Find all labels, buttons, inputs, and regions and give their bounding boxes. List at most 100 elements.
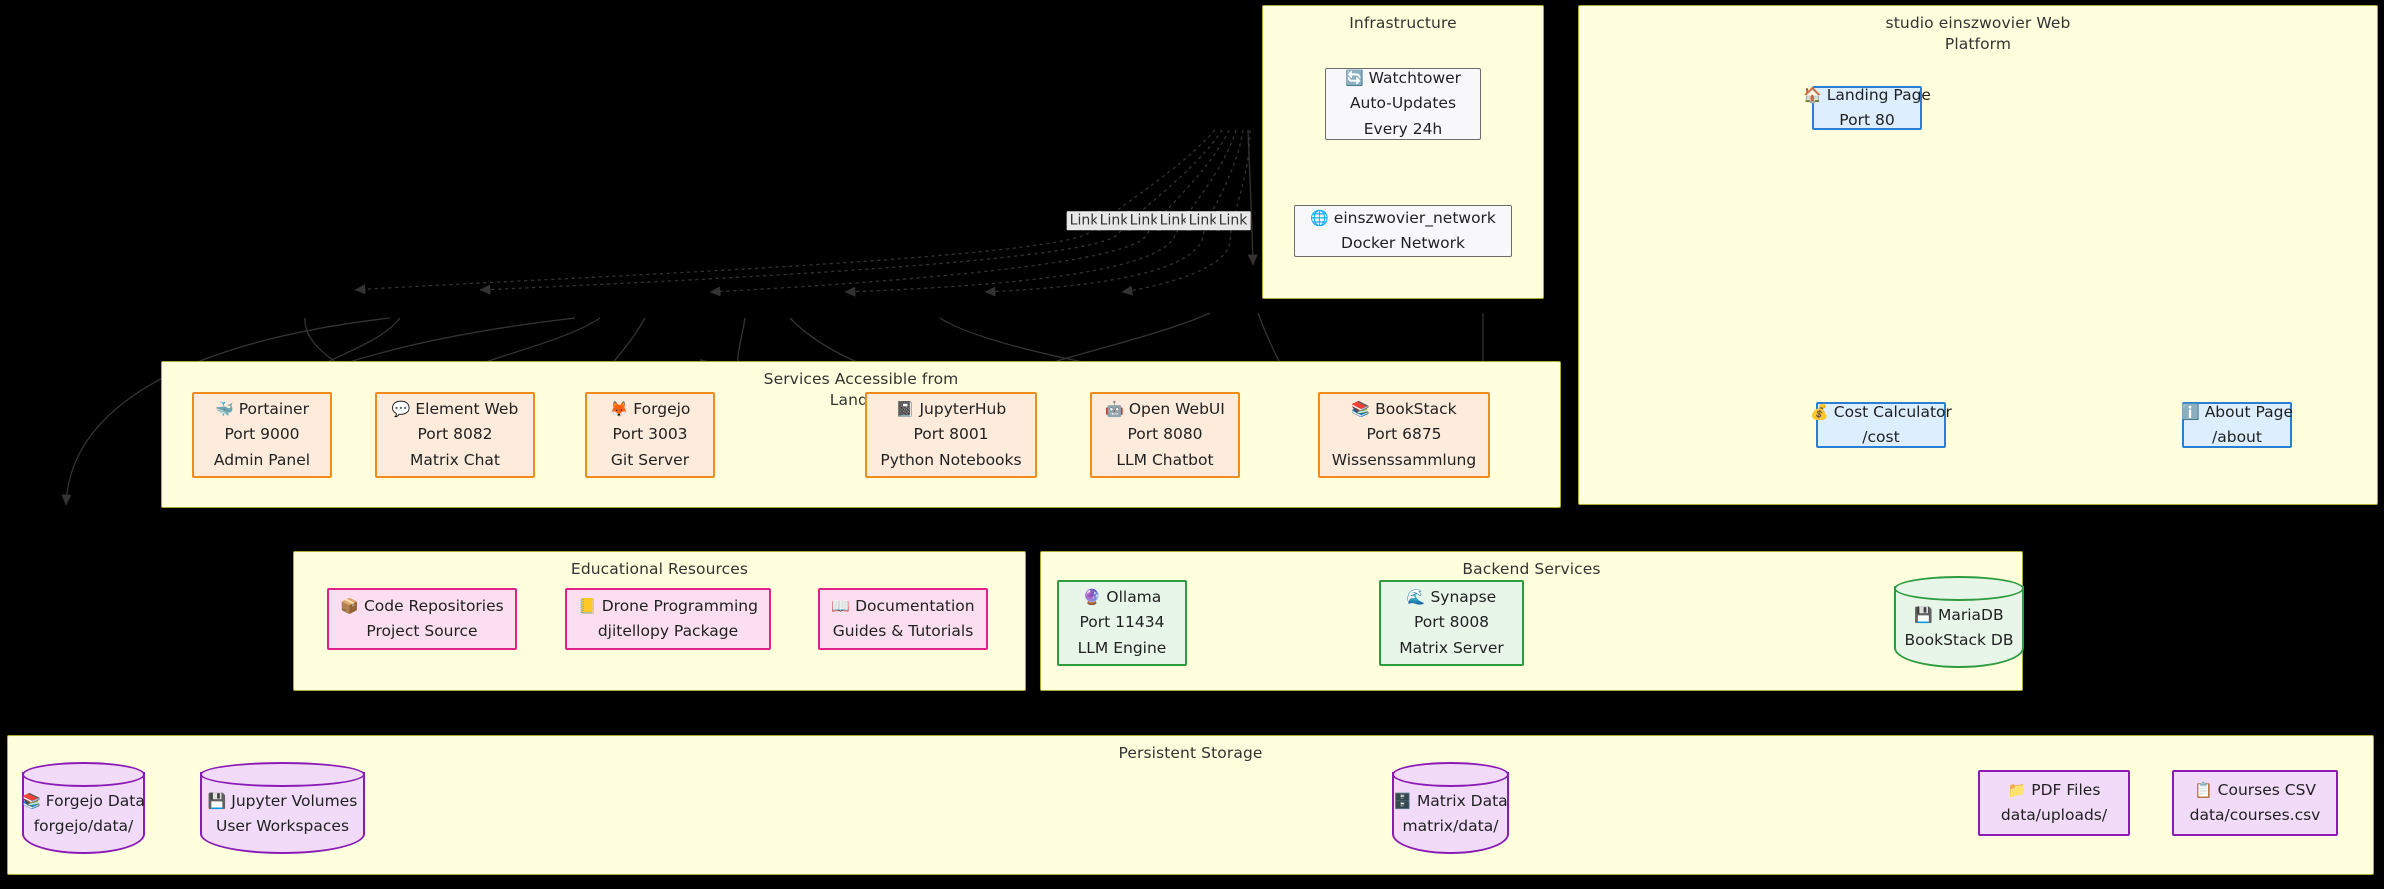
node-portainer-title: Portainer	[238, 400, 309, 419]
node-mariadb-title-line: 💾 MariaDB	[1914, 603, 2003, 628]
node-landing-line2: Port 80	[1839, 111, 1895, 129]
cluster-storage-title: Persistent Storage	[1118, 744, 1263, 762]
node-jupyterhub-line2: Port 8001	[913, 425, 989, 444]
node-element-web[interactable]: 💬 Element Web Port 8082 Matrix Chat	[375, 392, 535, 478]
node-forgejo-title: Forgejo	[633, 400, 691, 419]
robot-icon: 🤖	[1105, 400, 1124, 419]
node-portainer-line3: Admin Panel	[213, 450, 311, 469]
whale-icon: 🐳	[215, 400, 234, 419]
node-jupyterhub-line3: Python Notebooks	[880, 450, 1022, 469]
floppy-disk-icon: 💾	[1914, 605, 1934, 624]
node-portainer-title-line: 🐳 Portainer	[215, 397, 309, 422]
node-synapse-line3: Matrix Server	[1399, 638, 1504, 657]
node-pdf-title-line: 📁 PDF Files	[2008, 778, 2101, 803]
node-pdf-files[interactable]: 📁 PDF Files data/uploads/	[1978, 770, 2130, 836]
cluster-services-title: Services Accessible from Landing	[763, 370, 959, 410]
node-matrix-data-title: Matrix Data	[1416, 791, 1508, 810]
node-element-line3: Matrix Chat	[410, 450, 500, 469]
node-documentation[interactable]: 📖 Documentation Guides & Tutorials	[818, 588, 988, 650]
node-courses-title: Courses CSV	[2217, 780, 2317, 799]
edge-label-link-4: Link	[1156, 211, 1192, 231]
crystal-ball-icon: 🔮	[1082, 588, 1102, 607]
node-forgejo[interactable]: 🦊 Forgejo Port 3003 Git Server	[585, 392, 715, 478]
node-ollama-title-line: 🔮 Ollama	[1083, 585, 1162, 610]
node-forgejo-line2: Port 3003	[612, 425, 688, 444]
node-forgejo-title-line: 🦊 Forgejo	[610, 397, 691, 422]
books-icon: 📚	[22, 791, 41, 810]
edge-label-link-5: Link	[1185, 211, 1221, 231]
file-cabinet-icon: 🗄️	[1393, 791, 1412, 810]
node-ollama-title: Ollama	[1106, 588, 1162, 607]
node-landing-page[interactable]: 🏠 Landing Page Port 80	[1803, 86, 1931, 130]
node-open-webui[interactable]: 🤖 Open WebUI Port 8080 LLM Chatbot	[1090, 392, 1240, 478]
node-network-title: einszwovier_network	[1333, 208, 1496, 227]
globe-icon: 🌐	[1310, 208, 1329, 227]
node-portainer-line2: Port 9000	[224, 425, 300, 444]
node-drone-line2: djitellopy Package	[597, 622, 739, 640]
node-bookstack-title-line: 📚 BookStack	[1351, 397, 1456, 422]
node-matrix-data-title-line: 🗄️ Matrix Data	[1393, 789, 1507, 814]
node-synapse[interactable]: 🌊 Synapse Port 8008 Matrix Server	[1379, 580, 1524, 666]
node-bookstack-line3: Wissenssammlung	[1331, 450, 1477, 469]
mariadb-cylinder-body	[1894, 586, 2024, 668]
node-einszwovier-network[interactable]: 🌐 einszwovier_network Docker Network	[1294, 205, 1512, 257]
node-watchtower-line3: Every 24h	[1363, 119, 1443, 138]
clipboard-icon: 📋	[2193, 780, 2213, 799]
node-drone-programming[interactable]: 📒 Drone Programming djitellopy Package	[565, 588, 771, 650]
node-ollama[interactable]: 🔮 Ollama Port 11434 LLM Engine	[1057, 580, 1187, 666]
node-courses-csv[interactable]: 📋 Courses CSV data/courses.csv	[2172, 770, 2338, 836]
node-openwebui-title: Open WebUI	[1128, 400, 1225, 419]
node-watchtower-title: Watchtower	[1368, 69, 1462, 88]
cluster-backend-services: Backend Services	[1040, 551, 2023, 691]
open-book-icon: 📖	[831, 596, 851, 615]
node-jupyter-vol-title-line: 💾 Jupyter Volumes	[208, 789, 358, 814]
node-matrix-data[interactable]: 🗄️ Matrix Data matrix/data/	[1392, 762, 1509, 854]
node-jupyterhub-title: JupyterHub	[919, 400, 1007, 419]
node-code-repositories[interactable]: 📦 Code Repositories Project Source	[327, 588, 517, 650]
node-jupyterhub-title-line: 📓 JupyterHub	[896, 397, 1006, 422]
cluster-web-platform-title: studio einszwovier Web Platform	[1885, 14, 2071, 54]
speech-bubble-icon: 💬	[391, 400, 411, 419]
node-code-repos-title-line: 📦 Code Repositories	[340, 594, 503, 619]
refresh-icon: 🔄	[1344, 69, 1364, 88]
node-jupyterhub[interactable]: 📓 JupyterHub Port 8001 Python Notebooks	[865, 392, 1037, 478]
node-jupyter-volumes[interactable]: 💾 Jupyter Volumes User Workspaces	[200, 762, 365, 854]
cluster-backend-title: Backend Services	[1462, 560, 1601, 578]
node-code-repos-title: Code Repositories	[363, 596, 504, 615]
node-about-page[interactable]: ℹ️ About Page /about	[2181, 402, 2293, 448]
node-about-line2: /about	[2212, 428, 2262, 446]
node-forgejo-data-text: 📚 Forgejo Data forgejo/data/	[22, 774, 145, 854]
node-docs-line2: Guides & Tutorials	[832, 622, 974, 640]
cluster-persistent-storage: Persistent Storage	[7, 735, 2374, 875]
node-bookstack-line2: Port 6875	[1366, 425, 1442, 444]
forgejo-data-cylinder-top	[22, 762, 145, 787]
node-cost-calculator[interactable]: 💰 Cost Calculator /cost	[1810, 402, 1952, 448]
floppy-disk-icon: 💾	[207, 791, 227, 810]
node-landing-title-line: 🏠 Landing Page	[1803, 83, 1931, 108]
node-mariadb[interactable]: 💾 MariaDB BookStack DB	[1894, 576, 2024, 668]
node-bookstack[interactable]: 📚 BookStack Port 6875 Wissenssammlung	[1318, 392, 1490, 478]
node-portainer[interactable]: 🐳 Portainer Port 9000 Admin Panel	[192, 392, 332, 478]
node-cost-title: Cost Calculator	[1833, 402, 1952, 421]
node-mariadb-line2: BookStack DB	[1904, 631, 2014, 649]
books-icon: 📚	[1351, 400, 1371, 419]
cluster-infrastructure-title: Infrastructure	[1349, 14, 1457, 32]
node-mariadb-title: MariaDB	[1938, 605, 2004, 624]
node-pdf-line2: data/uploads/	[2000, 806, 2108, 824]
node-docs-title-line: 📖 Documentation	[831, 594, 974, 619]
node-about-title: About Page	[2204, 402, 2293, 421]
node-watchtower[interactable]: 🔄 Watchtower Auto-Updates Every 24h	[1325, 68, 1481, 140]
node-drone-title: Drone Programming	[601, 596, 758, 615]
node-openwebui-line3: LLM Chatbot	[1116, 450, 1214, 469]
node-forgejo-data[interactable]: 📚 Forgejo Data forgejo/data/	[22, 762, 145, 854]
matrix-data-cylinder-top	[1392, 762, 1509, 787]
node-synapse-title-line: 🌊 Synapse	[1407, 585, 1496, 610]
node-code-repos-line2: Project Source	[366, 622, 478, 640]
node-element-title: Element Web	[415, 400, 519, 419]
node-bookstack-title: BookStack	[1375, 400, 1457, 419]
node-element-line2: Port 8082	[417, 425, 493, 444]
node-pdf-title: PDF Files	[2031, 780, 2101, 799]
notebook-icon: 📓	[895, 400, 915, 419]
edge-label-link-6: Link	[1215, 211, 1251, 231]
node-network-title-line: 🌐 einszwovier_network	[1310, 206, 1496, 231]
